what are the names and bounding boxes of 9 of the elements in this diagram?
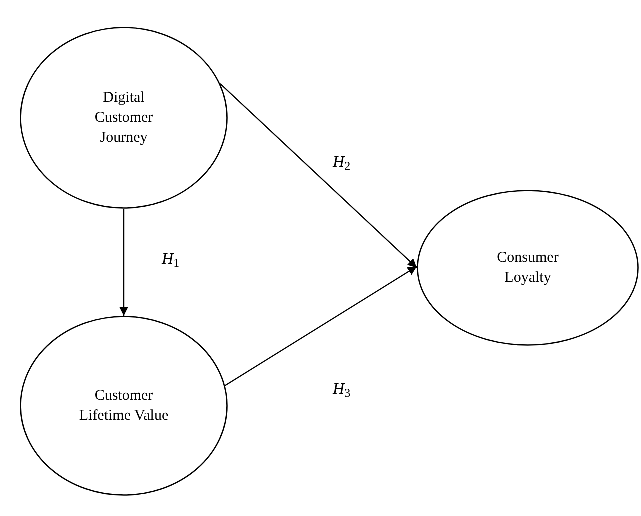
node-label: Digital Customer Journey: [94, 88, 154, 148]
edge-label: H$_{2}$: [333, 155, 351, 171]
edge-label: H$_{1}$: [162, 252, 180, 268]
node-label: Customer Lifetime Value: [79, 386, 169, 426]
arrow: [120, 209, 128, 316]
edge-label: H$_{3}$: [333, 382, 351, 398]
node-label: Consumer Loyalty: [496, 248, 560, 288]
arrow: [225, 266, 418, 386]
arrow: [220, 83, 418, 268]
